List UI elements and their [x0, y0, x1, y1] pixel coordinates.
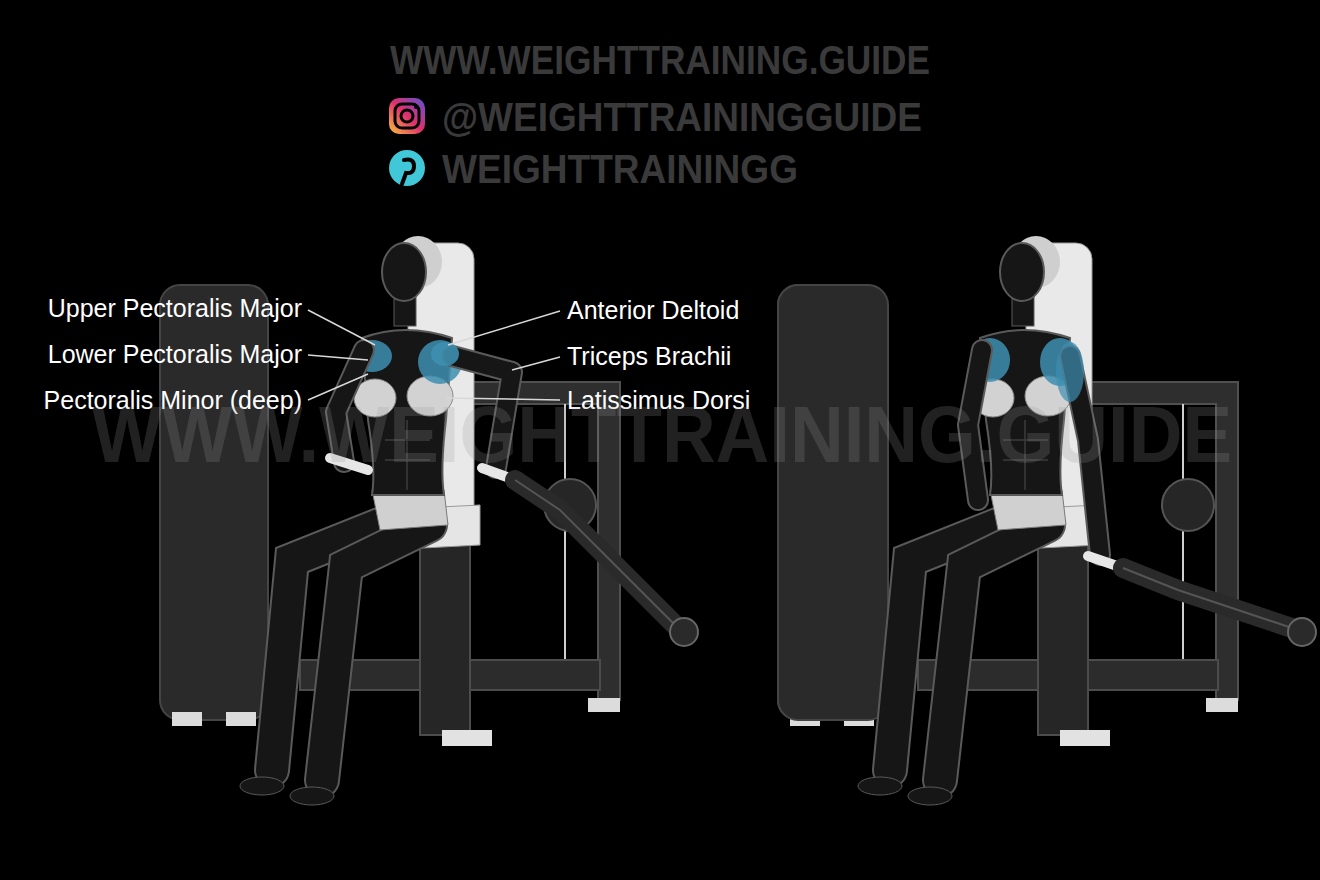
background-watermark: WWW.WEIGHTTRAINING.GUIDE: [92, 395, 1232, 475]
social-icons: [389, 98, 425, 186]
website-watermark: WWW.WEIGHTTRAINING.GUIDE: [390, 40, 930, 80]
instagram-handle: @WEIGHTTRAININGGUIDE: [442, 97, 922, 137]
muscle-label: Anterior Deltoid: [567, 298, 739, 323]
pinterest-handle: WEIGHTTRAININGG: [442, 149, 798, 189]
muscle-label: Lower Pectoralis Major: [48, 342, 302, 367]
right-figure: [778, 236, 1316, 805]
muscle-label: Upper Pectoralis Major: [48, 296, 302, 321]
leader-lines: [308, 310, 560, 400]
muscle-label: Triceps Brachii: [567, 344, 731, 369]
